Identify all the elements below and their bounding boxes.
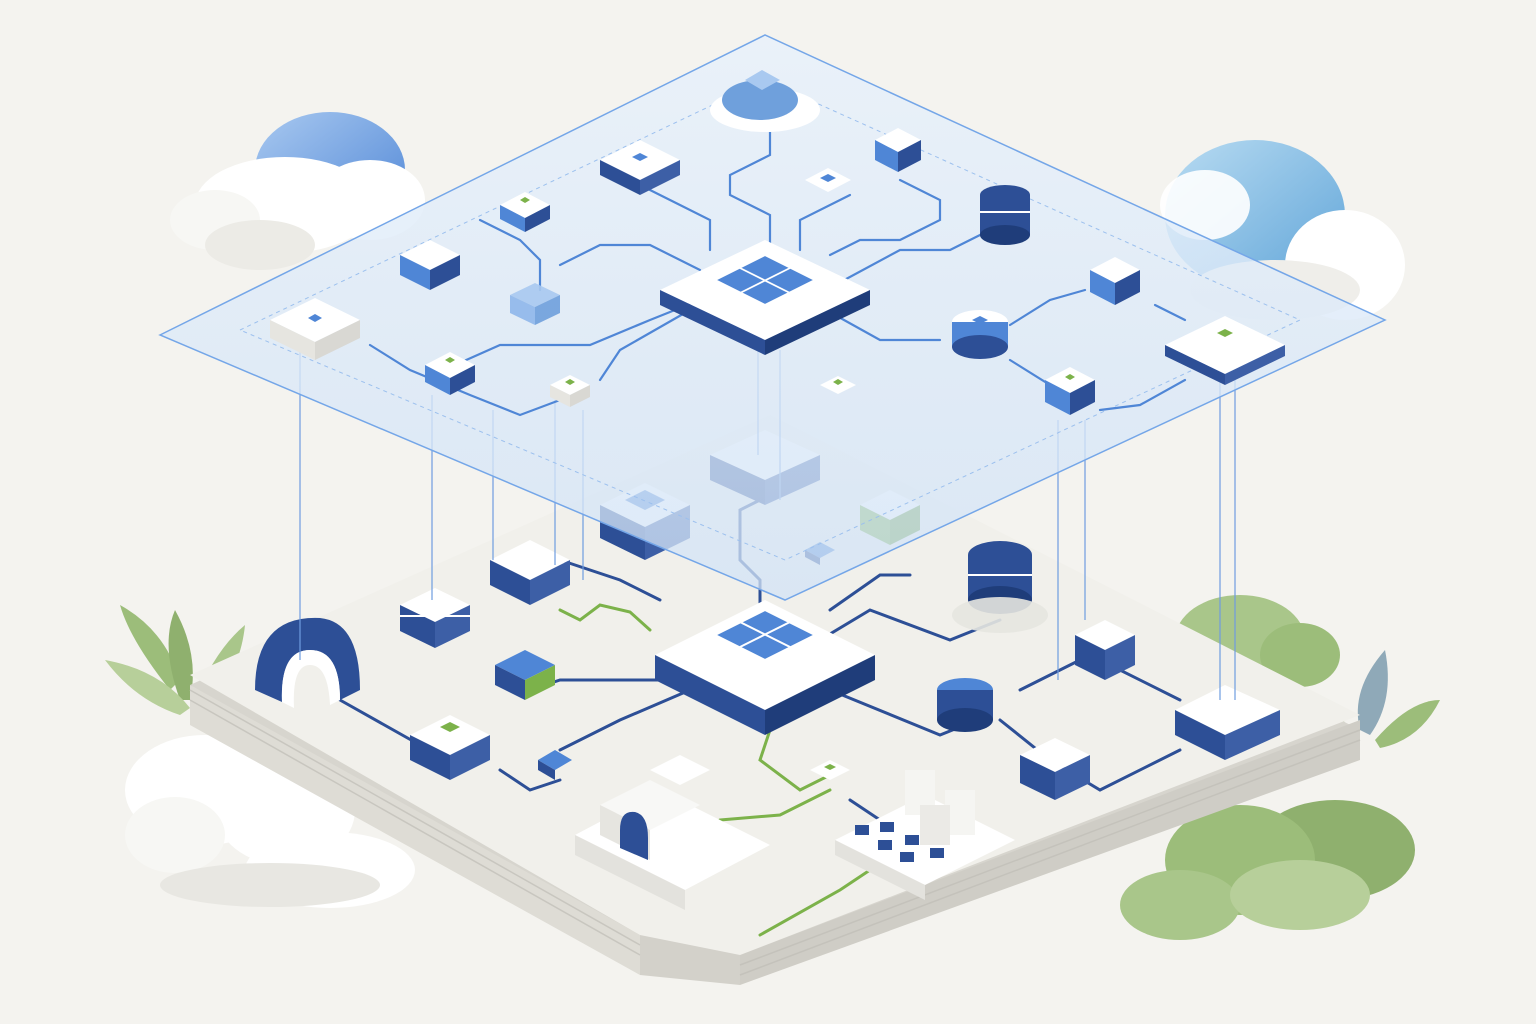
ground-gateway-arch: [255, 617, 360, 708]
plane-server-g: [1090, 257, 1140, 305]
ground-database: [952, 541, 1048, 633]
ground-chip-c: [810, 760, 850, 780]
plane-connections: [368, 128, 1187, 417]
ground-green-node-a: [410, 715, 490, 780]
ground-small-server-right: [1020, 738, 1090, 800]
ground-server-stack-a: [400, 588, 470, 648]
plane-server-h: [1045, 367, 1095, 415]
ground-hub: [655, 600, 875, 735]
plane-server-f: [425, 352, 475, 395]
ground-building-right: [835, 770, 1015, 900]
ground-chip-a: [538, 750, 572, 780]
plane-hub: [660, 240, 870, 355]
ground-appliance-right: [1175, 685, 1280, 760]
bush-right: [1120, 595, 1415, 940]
plane-chip-green-a: [550, 375, 590, 407]
plane-server-b: [500, 192, 550, 232]
plane-server-e: [270, 298, 360, 360]
plane-disk-node: [952, 310, 1008, 359]
plane-database: [980, 185, 1030, 245]
cloud-top-left: [170, 112, 425, 270]
plane-server-a: [600, 140, 680, 195]
ground-disk-node: [937, 678, 993, 732]
plane-server-d: [400, 240, 460, 290]
ground-server-stack-b: [490, 540, 570, 605]
plane-appliance-right: [1165, 316, 1285, 385]
plane-glass-cube: [510, 283, 560, 325]
plane-cloud-node: [710, 70, 820, 132]
ground-building-left: [575, 755, 770, 910]
plane-server-c: [875, 128, 921, 172]
ground-switch-right: [1075, 620, 1135, 680]
plane-chip-top: [805, 168, 851, 192]
plane-chip-green-b: [820, 376, 856, 394]
ground-green-node-b: [495, 650, 555, 700]
